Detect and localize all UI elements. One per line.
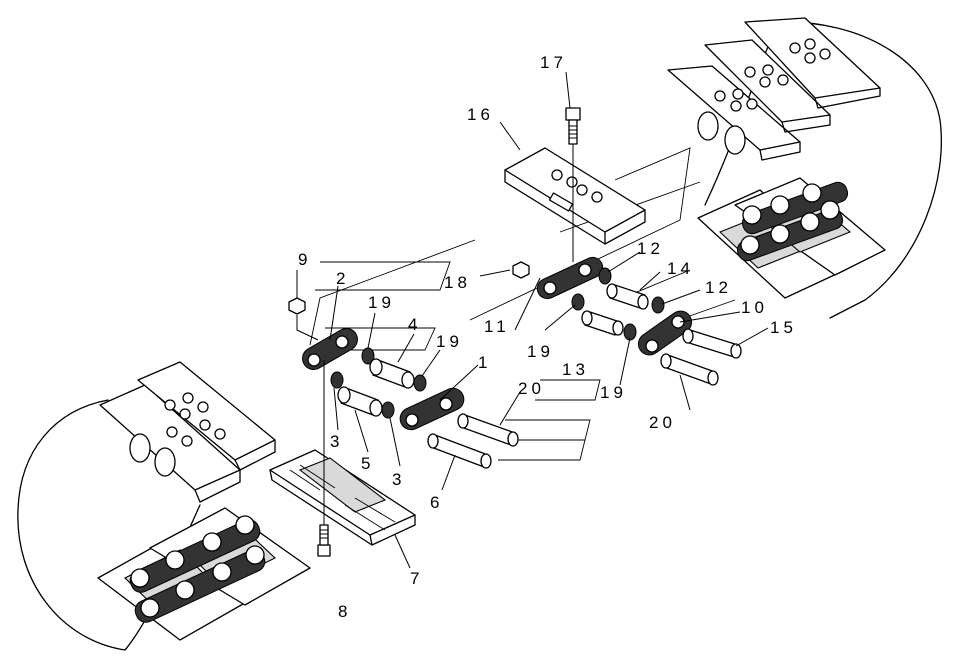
callout-15: 15 bbox=[770, 318, 797, 337]
callout-19-a: 19 bbox=[368, 293, 395, 312]
callout-1: 1 bbox=[478, 353, 491, 372]
callout-8: 8 bbox=[338, 602, 351, 621]
callout-17: 17 bbox=[540, 53, 567, 72]
shoe-plate-part bbox=[504, 147, 646, 245]
master-link-upper bbox=[536, 256, 604, 300]
link-part-10 bbox=[637, 310, 693, 356]
nut-part-18 bbox=[512, 261, 530, 279]
callout-9: 9 bbox=[298, 250, 311, 269]
callout-2: 2 bbox=[336, 269, 349, 288]
callout-10: 10 bbox=[741, 298, 768, 317]
callout-12-lower: 12 bbox=[705, 278, 732, 297]
seal-rings bbox=[330, 267, 665, 419]
pin-part-20-right bbox=[660, 353, 719, 386]
bushing-part-13 bbox=[581, 310, 624, 336]
bolt-part-8 bbox=[317, 360, 331, 557]
callout-19-b: 19 bbox=[436, 332, 463, 351]
callout-19-c: 19 bbox=[527, 342, 554, 361]
callout-labels: 17 16 12 14 18 12 10 15 9 2 19 4 19 11 1… bbox=[298, 53, 797, 621]
callout-14: 14 bbox=[667, 259, 694, 278]
bushing-part-14 bbox=[606, 283, 649, 310]
callout-12-upper: 12 bbox=[637, 239, 664, 258]
pin-part-6 bbox=[427, 433, 492, 469]
right-lower-links bbox=[697, 177, 886, 299]
callout-13: 13 bbox=[562, 360, 589, 379]
callout-20-a: 20 bbox=[518, 379, 545, 398]
bushing-part-4 bbox=[369, 358, 415, 389]
pin-part-15 bbox=[682, 328, 742, 359]
callout-20-b: 20 bbox=[649, 413, 676, 432]
left-upper-shoes bbox=[99, 361, 276, 503]
callout-19-d: 19 bbox=[600, 383, 627, 402]
callout-4: 4 bbox=[408, 315, 421, 334]
callout-18: 18 bbox=[444, 273, 471, 292]
link-part-1 bbox=[399, 387, 465, 431]
callout-3-a: 3 bbox=[330, 432, 343, 451]
pin-part-20-left bbox=[457, 413, 519, 447]
leader-lines bbox=[296, 71, 769, 569]
callout-6: 6 bbox=[430, 493, 443, 512]
left-lower-links bbox=[97, 507, 311, 641]
callout-16: 16 bbox=[467, 105, 494, 124]
callout-3-b: 3 bbox=[392, 470, 405, 489]
right-upper-shoes bbox=[667, 17, 881, 161]
nut-part-9 bbox=[288, 297, 319, 341]
callout-5: 5 bbox=[361, 454, 374, 473]
left-track-assembly bbox=[17, 361, 311, 651]
callout-7: 7 bbox=[410, 569, 423, 588]
right-track-assembly bbox=[667, 17, 942, 319]
shoe-bolt-part bbox=[565, 107, 581, 262]
callout-11: 11 bbox=[484, 317, 510, 336]
grouser-shoe-part bbox=[269, 449, 416, 546]
link-part-2 bbox=[302, 328, 358, 370]
bushing-part-5 bbox=[337, 386, 383, 417]
